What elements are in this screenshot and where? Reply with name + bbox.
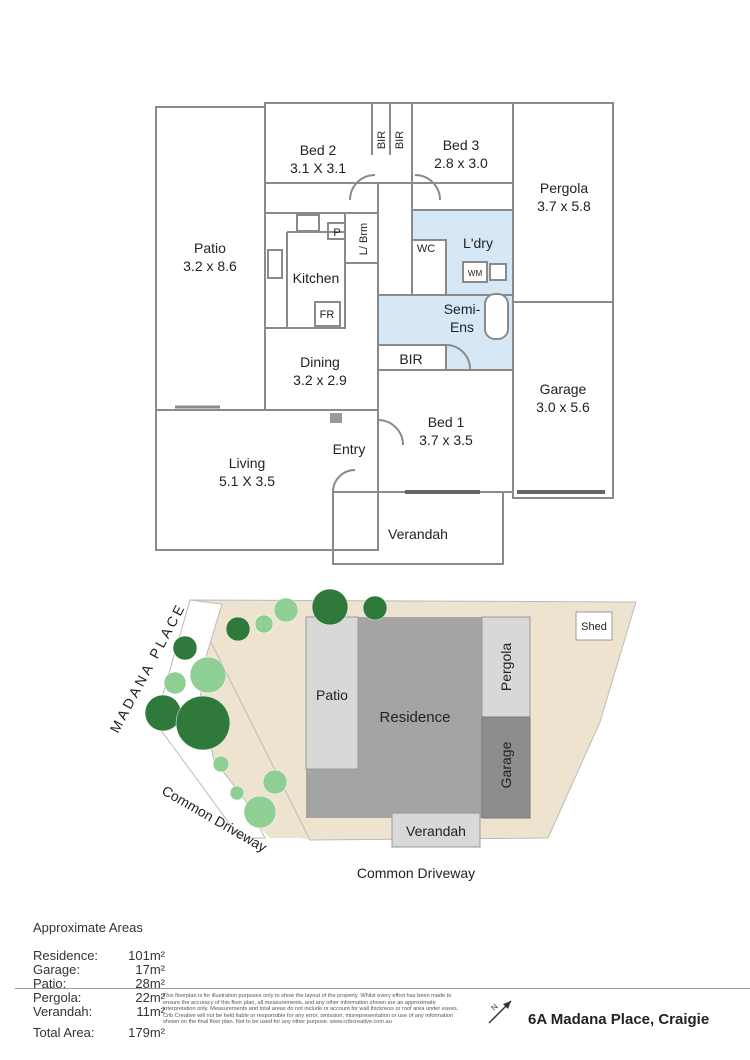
site-patio-label: Patio xyxy=(316,687,348,703)
site-verandah-label: Verandah xyxy=(406,823,466,839)
bed3-name: Bed 3 xyxy=(443,137,480,153)
verandah-block xyxy=(391,812,481,848)
tree xyxy=(254,614,274,634)
pergola-name: Pergola xyxy=(540,180,588,196)
linen-label: L/ Brm xyxy=(358,223,370,255)
verandah-label: Verandah xyxy=(388,526,448,542)
tree xyxy=(225,616,251,642)
tree xyxy=(175,695,231,751)
door-swing xyxy=(414,174,441,201)
tree xyxy=(212,755,230,773)
site-garage-label: Garage xyxy=(498,741,514,788)
dryer-outline xyxy=(489,263,507,281)
tree xyxy=(243,795,277,829)
area-label: Patio: xyxy=(33,976,67,991)
entry-label: Entry xyxy=(333,441,366,457)
tree xyxy=(311,588,349,626)
bed1-dims: 3.7 x 3.5 xyxy=(419,432,473,448)
pantry-label: P xyxy=(333,227,340,239)
patio-dims: 3.2 x 8.6 xyxy=(183,258,237,274)
bir-lower-label: BIR xyxy=(399,351,422,367)
bath-outline xyxy=(484,293,509,340)
boundary xyxy=(189,599,637,841)
pergola-garage-outline xyxy=(512,102,614,499)
bed2-name: Bed 2 xyxy=(300,142,337,158)
area-value: 101m² xyxy=(128,948,165,963)
door-swing xyxy=(332,469,356,493)
dining-name: Dining xyxy=(300,354,340,370)
area-label: Verandah: xyxy=(33,1004,93,1019)
total-area-label: Total Area: xyxy=(33,1025,95,1040)
washer-label: WM xyxy=(468,269,483,278)
site-residence-label: Residence xyxy=(380,709,451,726)
bir-right-label: BIR xyxy=(394,131,406,149)
living-name: Living xyxy=(229,455,266,471)
footer-divider xyxy=(15,988,750,989)
pergola-block xyxy=(481,616,531,718)
floor-plan xyxy=(155,102,614,565)
sink xyxy=(267,249,283,279)
shed-block xyxy=(575,611,613,641)
property-address: 6A Madana Place, Craigie xyxy=(528,1011,710,1028)
bir-lower-outline xyxy=(377,344,447,371)
tree xyxy=(172,635,198,661)
garage-dims: 3.0 x 5.6 xyxy=(536,399,590,415)
room-labels: Bed 2 3.1 X 3.1 Bed 3 2.8 x 3.0 Patio 3.… xyxy=(183,137,591,542)
area-value: 22m² xyxy=(135,990,165,1005)
tree xyxy=(273,597,299,623)
disclaimer-text: This floorplan is for illustration purpo… xyxy=(163,993,459,1026)
semi-ens-label-1: Semi- xyxy=(444,301,481,317)
door-swing xyxy=(349,174,376,201)
tree xyxy=(229,785,245,801)
patio-name: Patio xyxy=(194,240,226,256)
area-label: Residence: xyxy=(33,948,99,963)
site-shed-label: Shed xyxy=(581,621,607,633)
bed3-dims: 2.8 x 3.0 xyxy=(434,155,488,171)
fridge-outline xyxy=(314,301,341,327)
fridge-label: FR xyxy=(320,309,335,321)
bed1-name: Bed 1 xyxy=(428,414,465,430)
area-label: Garage: xyxy=(33,962,80,977)
small-labels: WC P FR WM BIR BIR L/ Brm xyxy=(320,131,483,321)
trees xyxy=(144,588,388,829)
areas-title: Approximate Areas xyxy=(33,920,143,935)
bed2-dims: 3.1 X 3.1 xyxy=(290,160,346,176)
bir-left-label: BIR xyxy=(376,131,388,149)
dining-dims: 3.2 x 2.9 xyxy=(293,372,347,388)
wc-label: WC xyxy=(417,243,435,255)
kitchen-outline xyxy=(264,212,346,329)
north-arrow-icon: N xyxy=(485,997,515,1032)
tree xyxy=(163,671,187,695)
laundry-label: L'dry xyxy=(463,235,493,251)
driveway-bottom-label: Common Driveway xyxy=(357,865,475,881)
door-swing xyxy=(377,419,404,446)
north-label: N xyxy=(489,1002,500,1013)
patio-block xyxy=(305,616,359,770)
area-value: 17m² xyxy=(135,962,165,977)
wc-outline xyxy=(411,239,447,296)
cooktop xyxy=(296,214,320,232)
kitchen-label: Kitchen xyxy=(293,270,340,286)
site-pergola-label: Pergola xyxy=(498,643,514,691)
total-area-value: 179m² xyxy=(128,1025,165,1040)
semi-ens-label-2: Ens xyxy=(450,319,474,335)
living-dims: 5.1 X 3.5 xyxy=(219,473,275,489)
area-label: Pergola: xyxy=(33,990,82,1005)
site-plan: Patio Residence Pergola Garage Verandah … xyxy=(106,588,637,881)
door-swing xyxy=(445,344,471,370)
tree xyxy=(362,595,388,621)
meter-box xyxy=(330,413,342,423)
pergola-dims: 3.7 x 5.8 xyxy=(537,198,591,214)
tree xyxy=(262,769,288,795)
garage-name: Garage xyxy=(540,381,587,397)
area-value: 28m² xyxy=(135,976,165,991)
tree xyxy=(144,694,182,732)
tree xyxy=(189,656,227,694)
washer-outline xyxy=(462,261,488,283)
garage-block xyxy=(481,716,531,819)
area-value: 11m² xyxy=(136,1004,165,1019)
